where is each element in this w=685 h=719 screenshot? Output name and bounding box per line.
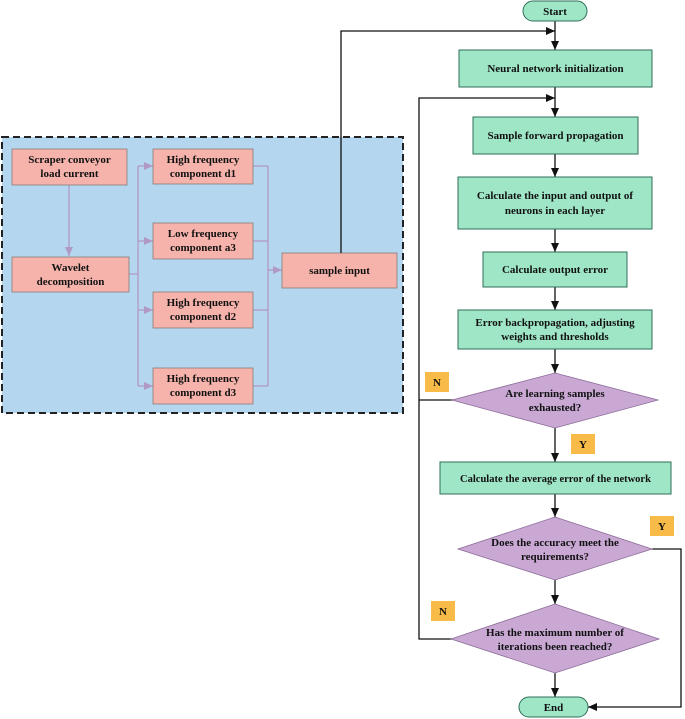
average-error-step-shape: [439, 461, 672, 495]
tag-y-accuracy: Y: [650, 516, 674, 536]
tag-y-samples-label: Y: [579, 439, 587, 451]
accuracy-label-line1: Does the accuracy meet the: [491, 537, 619, 549]
start-node: Start: [522, 0, 588, 22]
iterations-no-loop-arrow: [418, 94, 555, 640]
iterations-diamond: [449, 603, 661, 674]
accuracy-diamond: [456, 516, 654, 581]
load-current-label-line2: load current: [40, 168, 98, 180]
component-a3-label-line2: component a3: [170, 242, 236, 254]
load-current-box-shape: [11, 148, 128, 186]
component-d2-box: High frequency component d2: [152, 291, 254, 329]
component-d1-box: High frequency component d1: [152, 148, 254, 185]
component-a3-label-line1: Low frequency: [168, 228, 239, 240]
component-a3-box: Low frequency component a3: [152, 222, 254, 260]
flow-connectors: [340, 21, 682, 711]
output-error-step: Calculate output error: [482, 251, 628, 288]
layers-step-shape: [457, 176, 653, 230]
sample-input-label: sample input: [309, 265, 370, 277]
backprop-step: Error backpropagation, adjusting weights…: [457, 309, 653, 350]
tag-y-samples-shape: [571, 434, 595, 454]
wavelet-box-shape: [11, 256, 130, 293]
wavelet-label-line2: decomposition: [37, 276, 105, 288]
forward-step-shape: [472, 116, 639, 155]
average-error-step: Calculate the average error of the netwo…: [439, 461, 672, 495]
samples-exhausted-label-line2: exhausted?: [529, 402, 582, 414]
tag-y-accuracy-shape: [650, 516, 674, 536]
component-d3-label-line2: component d3: [170, 387, 237, 399]
accuracy-decision: Does the accuracy meet the requirements?: [456, 516, 654, 581]
iterations-label-line2: iterations been reached?: [498, 641, 613, 653]
start-node-shape: [522, 0, 588, 22]
layers-step: Calculate the input and output of neuron…: [457, 176, 653, 230]
forward-step: Sample forward propagation: [472, 116, 639, 155]
tag-n-iterations: N: [431, 601, 455, 621]
init-step-shape: [458, 49, 653, 88]
samples-exhausted-label-line1: Are learning samples: [505, 388, 605, 400]
init-step: Neural network initialization: [458, 49, 653, 88]
output-error-label: Calculate output error: [502, 264, 608, 276]
sample-input-box-shape: [281, 252, 398, 289]
load-current-label-line1: Scraper conveyor: [28, 154, 111, 166]
samples-exhausted-diamond: [450, 372, 660, 429]
sample-input-to-flow-arrow: [340, 27, 555, 253]
panel-connectors: [65, 162, 282, 390]
component-d1-box-shape: [152, 148, 254, 185]
component-d2-label-line2: component d2: [170, 311, 237, 323]
tag-y-samples: Y: [571, 434, 595, 454]
backprop-step-shape: [457, 309, 653, 350]
sample-input-box: sample input: [281, 252, 398, 289]
tag-n-iterations-label: N: [439, 606, 447, 618]
output-error-step-shape: [482, 251, 628, 288]
accuracy-yes-to-end-arrow: [588, 548, 682, 711]
wavelet-label-line1: Wavelet: [52, 262, 90, 274]
backprop-label-line1: Error backpropagation, adjusting: [475, 317, 635, 329]
component-d1-label-line2: component d1: [170, 168, 236, 180]
end-node-shape: [518, 696, 589, 718]
component-a3-box-shape: [152, 222, 254, 260]
component-d3-label-line1: High frequency: [167, 373, 240, 385]
iterations-decision: Has the maximum number of iterations bee…: [449, 603, 661, 674]
load-current-box: Scraper conveyor load current: [11, 148, 128, 186]
tag-n-samples: N: [425, 372, 449, 392]
average-error-label: Calculate the average error of the netwo…: [460, 474, 651, 485]
end-label: End: [544, 702, 564, 714]
tag-n-samples-label: N: [433, 377, 441, 389]
accuracy-label-line2: requirements?: [521, 551, 589, 563]
backprop-label-line2: weights and thresholds: [501, 331, 609, 343]
component-d2-box-shape: [152, 291, 254, 329]
layers-label-line2: neurons in each layer: [505, 205, 605, 217]
component-d3-box: High frequency component d3: [152, 367, 254, 405]
component-d3-box-shape: [152, 367, 254, 405]
component-d2-label-line1: High frequency: [167, 297, 240, 309]
wavelet-box: Wavelet decomposition: [11, 256, 130, 293]
end-node: End: [518, 696, 589, 718]
component-d1-label-line1: High frequency: [167, 154, 240, 166]
init-label: Neural network initialization: [487, 63, 623, 75]
tag-n-samples-shape: [425, 372, 449, 392]
tag-n-iterations-shape: [431, 601, 455, 621]
start-label: Start: [543, 6, 567, 18]
samples-exhausted-decision: Are learning samples exhausted?: [450, 372, 660, 429]
tag-y-accuracy-label: Y: [658, 521, 666, 533]
layers-label-line1: Calculate the input and output of: [477, 190, 634, 202]
forward-label: Sample forward propagation: [487, 130, 623, 142]
iterations-label-line1: Has the maximum number of: [486, 627, 624, 639]
